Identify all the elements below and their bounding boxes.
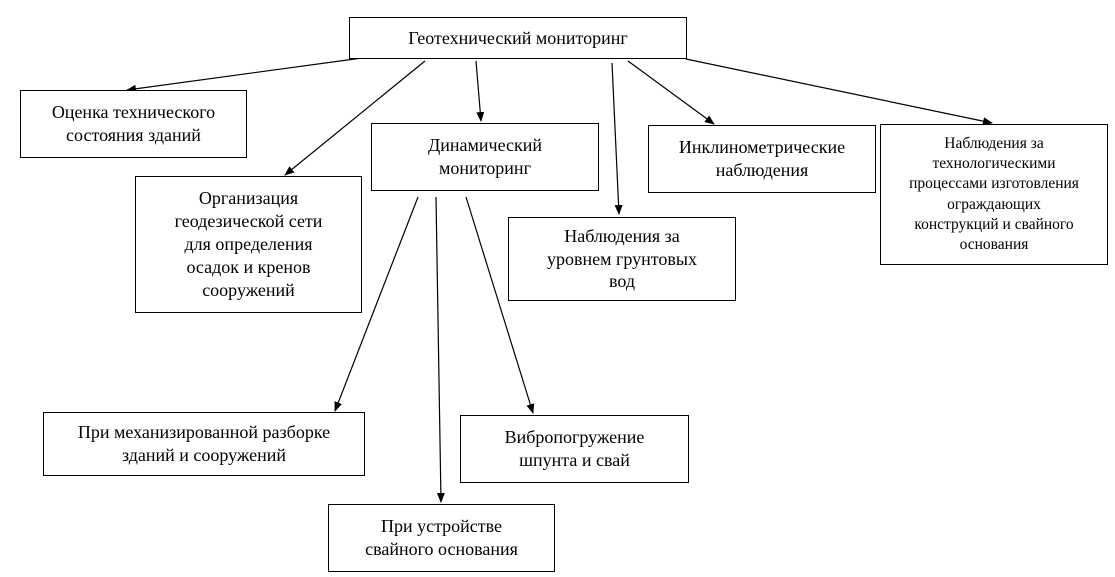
node-mechanized-demolition-label: При механизированной разборке зданий и с… [77, 422, 331, 465]
node-vibro-driving: Вибропогружение шпунта и свай [460, 415, 689, 483]
node-dynamic-monitoring: Динамический мониторинг [371, 123, 599, 191]
node-pile-foundation-label: При устройстве свайного основания [365, 516, 518, 559]
node-tech-assessment-label: Оценка технического состояния зданий [51, 102, 216, 145]
node-pile-foundation: При устройстве свайного основания [328, 504, 555, 572]
node-inclinometric: Инклинометрические наблюдения [648, 125, 876, 193]
node-root-label: Геотехнический мониторинг [408, 27, 628, 48]
node-geodetic-network-label: Организация геодезической сети для опред… [174, 188, 323, 300]
node-technological-processes: Наблюдения за технологическими процессам… [880, 124, 1108, 265]
arrow-root-to-water [611, 62, 623, 215]
node-technological-processes-label: Наблюдения за технологическими процессам… [909, 135, 1079, 253]
node-geodetic-network: Организация геодезической сети для опред… [135, 176, 362, 313]
arrow-root-to-dyn [475, 60, 485, 122]
node-dynamic-monitoring-label: Динамический мониторинг [427, 135, 543, 178]
node-groundwater-label: Наблюдения за уровнем грунтовых вод [546, 225, 697, 292]
node-vibro-driving-label: Вибропогружение шпунта и свай [504, 427, 645, 470]
arrow-root-to-tp [685, 58, 993, 126]
arrow-root-to-tech [126, 57, 363, 93]
node-tech-assessment: Оценка технического состояния зданий [20, 90, 247, 158]
arrow-dyn-to-pile [435, 196, 445, 503]
node-root: Геотехнический мониторинг [349, 17, 687, 59]
arrow-root-to-incl [627, 60, 715, 125]
node-groundwater: Наблюдения за уровнем грунтовых вод [508, 217, 736, 301]
node-inclinometric-label: Инклинометрические наблюдения [678, 137, 846, 180]
node-mechanized-demolition: При механизированной разборке зданий и с… [43, 412, 365, 476]
